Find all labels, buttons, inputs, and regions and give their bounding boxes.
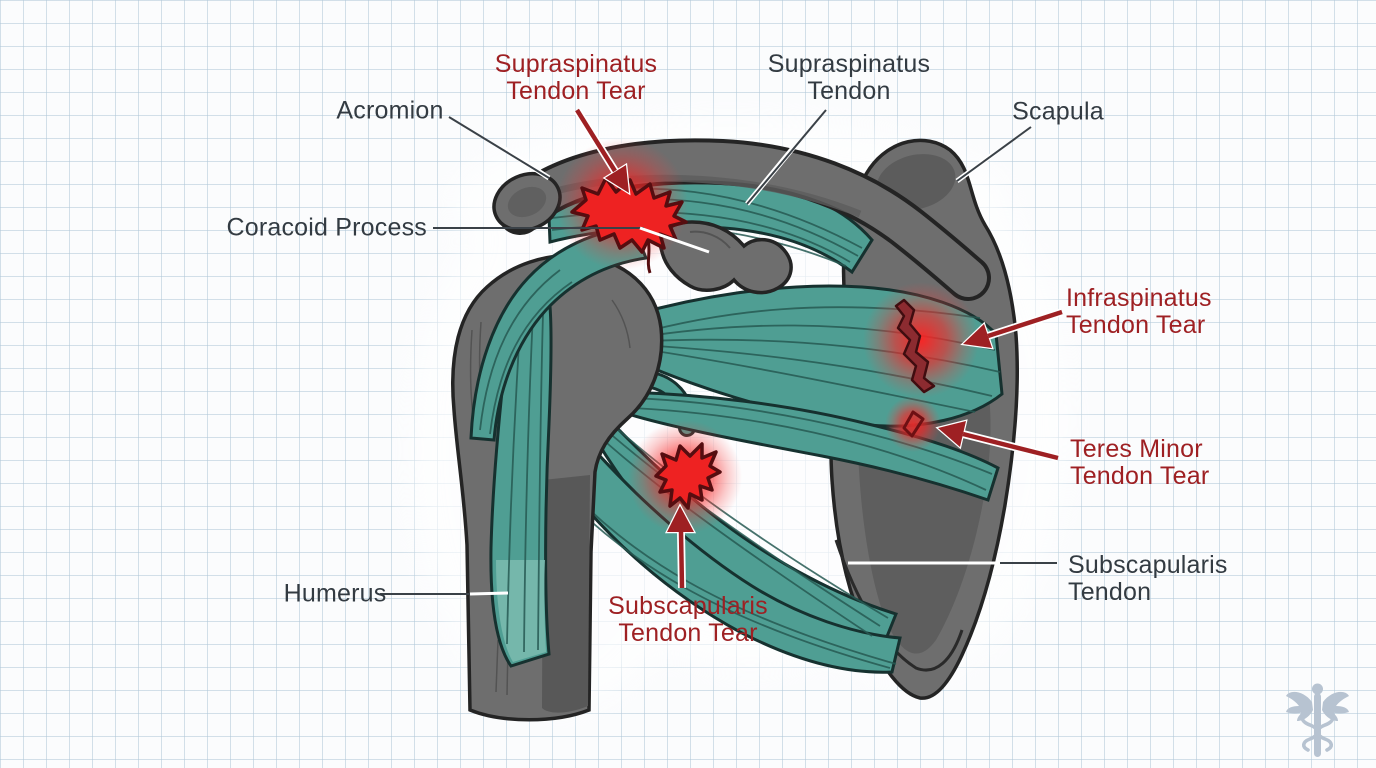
label-acromion: Acromion	[336, 96, 444, 125]
label-coracoid-process: Coracoid Process	[226, 213, 427, 242]
label-subscapularis-tendon-tear: Subscapularis Tendon Tear	[608, 592, 768, 647]
teres-minor-tear	[902, 410, 925, 438]
leader-lines	[380, 109, 1057, 596]
label-humerus: Humerus	[283, 579, 387, 608]
infraspinatus-tear	[894, 298, 936, 394]
label-scapula: Scapula	[1012, 97, 1104, 126]
arrow-infraspinatus-tear	[960, 308, 1064, 350]
arrow-teres-minor-tear	[935, 419, 1059, 462]
teres-minor-tear-glow	[885, 396, 941, 452]
caduceus-icon	[1286, 683, 1349, 757]
leader-supraspinatus-tendon	[745, 109, 827, 206]
leader-coracoid-process	[433, 226, 710, 254]
label-subscapularis-tendon: Subscapularis Tendon	[1068, 551, 1228, 606]
leader-scapula	[955, 126, 1032, 184]
subscapularis-tear	[654, 442, 722, 510]
leader-humerus	[380, 591, 509, 596]
biceps-tendon	[489, 302, 553, 668]
label-teres-minor-tendon-tear: Teres Minor Tendon Tear	[1070, 435, 1210, 490]
teres-minor-muscle	[622, 390, 1000, 502]
label-supraspinatus-tendon: Supraspinatus Tendon	[767, 50, 931, 105]
coracoid-process-bone	[658, 220, 793, 295]
tear-arrows	[573, 107, 1064, 589]
infraspinatus-tear-glow	[863, 282, 979, 398]
label-supraspinatus-tendon-tear: Supraspinatus Tendon Tear	[494, 50, 658, 105]
arrow-supraspinatus-tear	[573, 107, 631, 196]
leader-acromion	[448, 116, 551, 181]
label-infraspinatus-tendon-tear: Infraspinatus Tendon Tear	[1066, 284, 1212, 339]
arrow-subscapularis-tear	[664, 503, 697, 589]
